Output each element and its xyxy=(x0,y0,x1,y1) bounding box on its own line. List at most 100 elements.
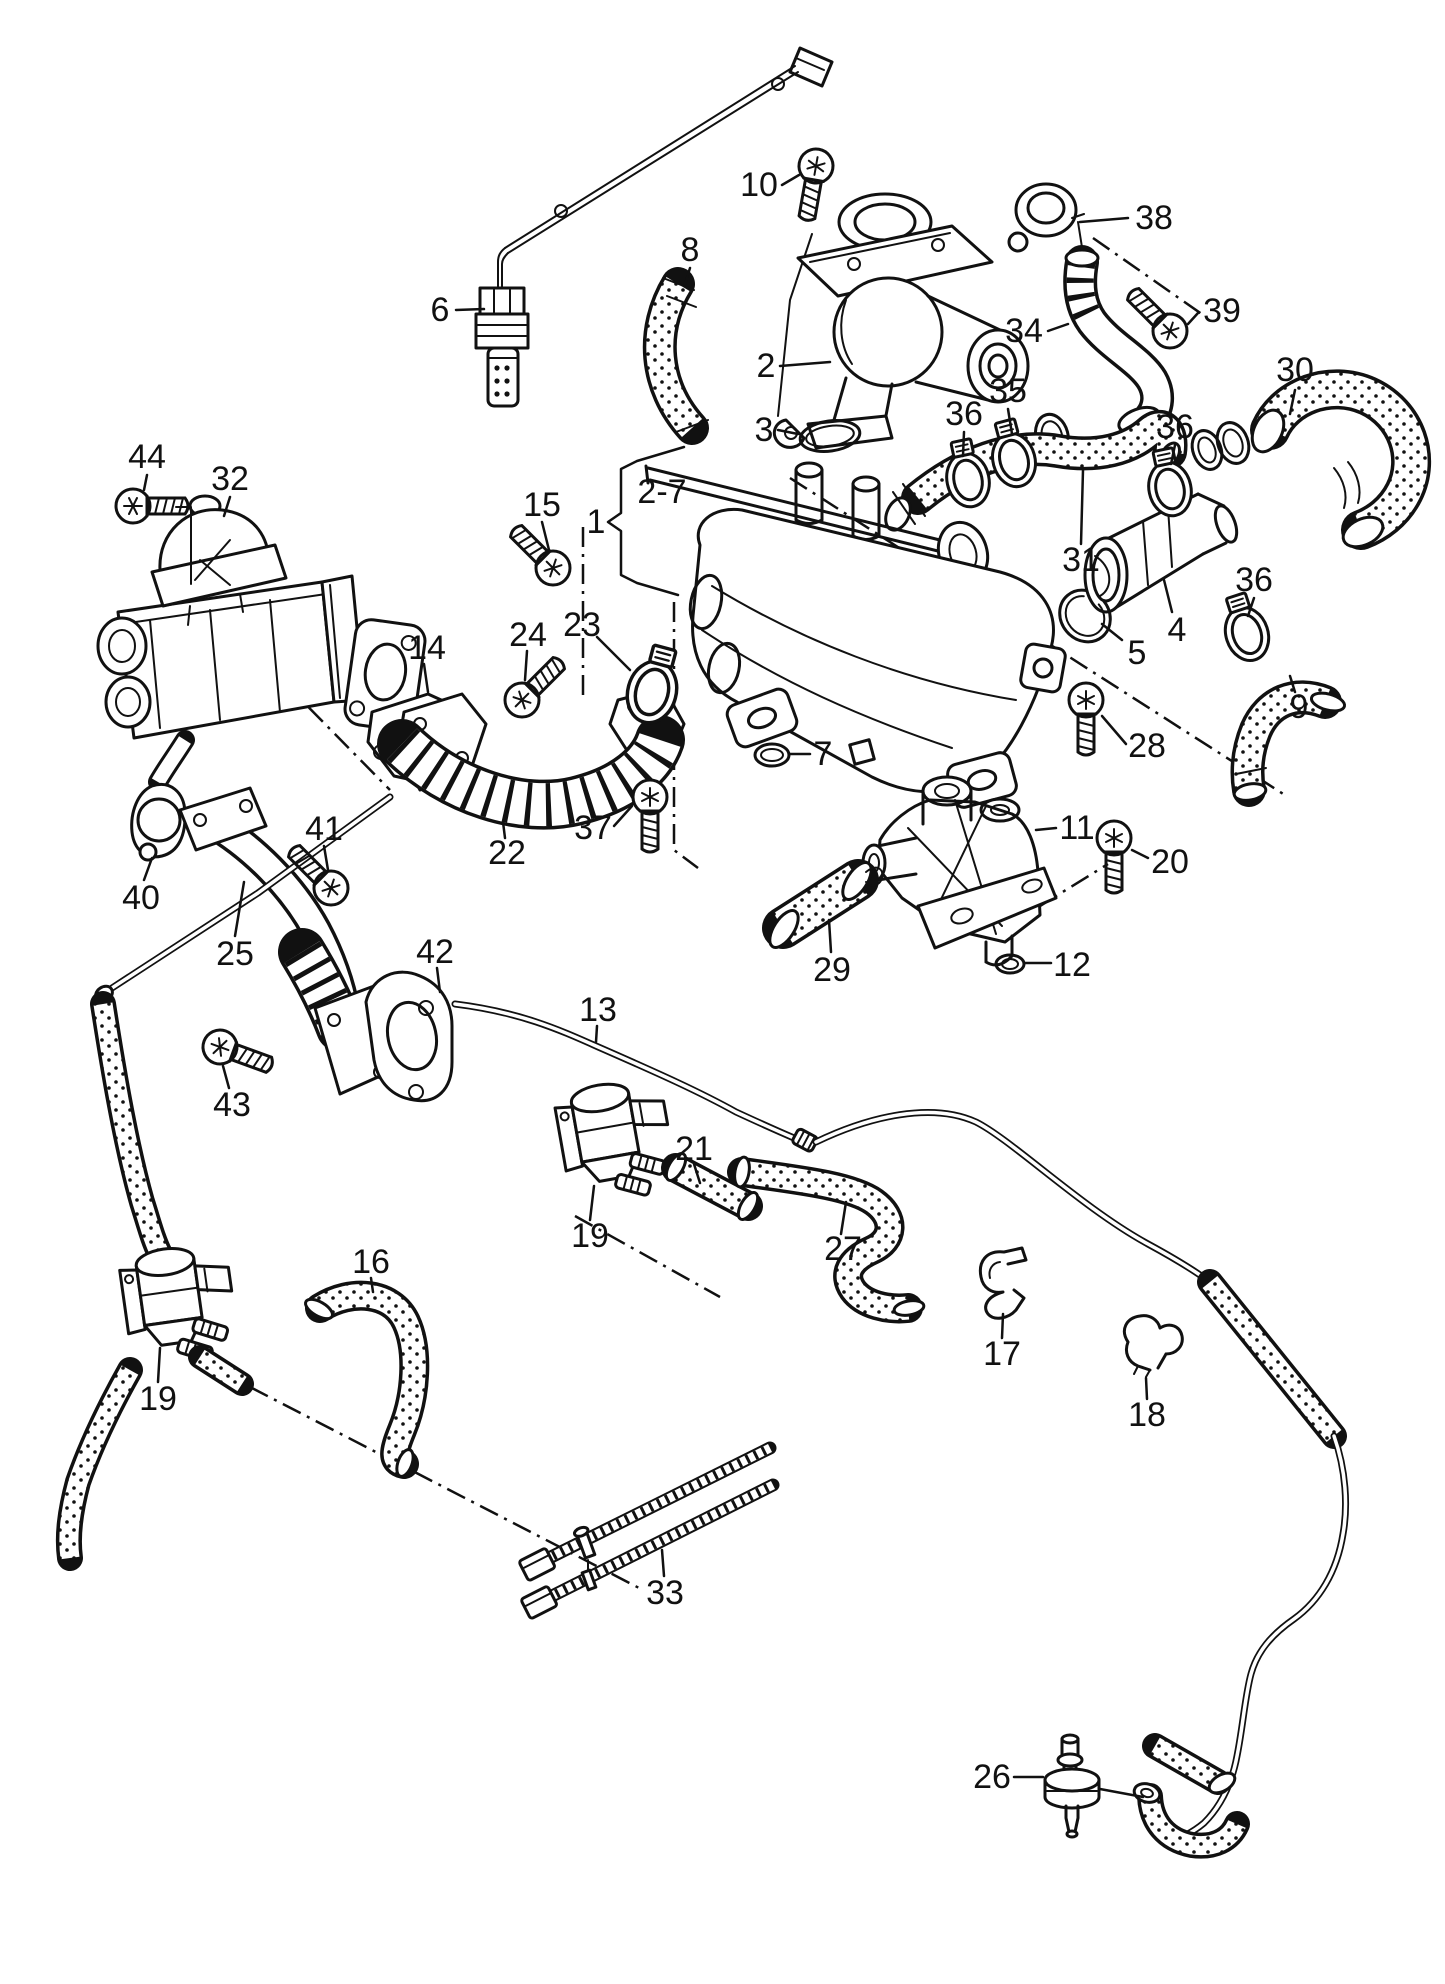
part-label-30: 30 xyxy=(1276,351,1314,389)
vacuum-pipes xyxy=(94,793,1350,1845)
leader-line-11 xyxy=(1034,826,1058,832)
hose-part16 xyxy=(304,1280,430,1479)
leader-line-17 xyxy=(1000,1312,1005,1340)
leader-line-2 xyxy=(778,360,832,368)
part-label-1: 1 xyxy=(587,503,606,541)
gasket-part42 xyxy=(364,970,454,1103)
leader-line-28 xyxy=(1100,714,1128,746)
part-label-3: 3 xyxy=(755,411,774,449)
oring-part12 xyxy=(994,953,1026,975)
part-label-40: 40 xyxy=(122,879,160,917)
part-label-43: 43 xyxy=(213,1086,251,1124)
leader-line-21 xyxy=(692,1162,702,1185)
part-label-6: 6 xyxy=(431,291,450,329)
screw-part20 xyxy=(1095,819,1133,895)
hose-part30 xyxy=(1250,369,1432,550)
part-label-32: 32 xyxy=(211,460,249,498)
leader-line-27 xyxy=(839,1200,848,1236)
leader-line-32 xyxy=(222,495,232,518)
clamp-part36-b xyxy=(1139,444,1198,522)
lower-solenoid-hoses xyxy=(55,1345,254,1571)
part-label-19b: 19 xyxy=(139,1380,177,1418)
leader-line-44 xyxy=(142,473,149,492)
leader-line-39 xyxy=(1186,311,1200,326)
part-label-2: 2 xyxy=(757,347,776,385)
part-label-22: 22 xyxy=(488,834,526,872)
part-label-7: 7 xyxy=(814,735,833,773)
leader-line-29 xyxy=(827,918,833,954)
leader-line-34 xyxy=(1046,322,1070,333)
part-label-33: 33 xyxy=(646,1574,684,1612)
clamp-part35 xyxy=(981,414,1043,494)
part-label-35: 35 xyxy=(989,372,1027,410)
screw-part28 xyxy=(1067,681,1105,757)
part-label-31: 31 xyxy=(1062,541,1100,579)
part-label-36b: 36 xyxy=(1156,408,1194,446)
part-label-24: 24 xyxy=(509,616,547,654)
part-label-27: 27 xyxy=(824,1230,862,1268)
part-label-2-7: 2-7 xyxy=(637,473,686,511)
leader-line-31 xyxy=(1079,468,1085,546)
leader-line-22 xyxy=(501,820,507,840)
hose-part34 xyxy=(1063,245,1174,435)
part-label-15: 15 xyxy=(523,486,561,524)
leader-line-9 xyxy=(1288,674,1297,694)
hose30-end-rings xyxy=(1190,421,1251,471)
part-label-41: 41 xyxy=(305,810,343,848)
part-label-5: 5 xyxy=(1128,634,1147,672)
hose-to-lower-solenoid xyxy=(90,991,173,1267)
part-label-9: 9 xyxy=(1290,688,1309,726)
oring-part7 xyxy=(753,742,791,768)
solenoid-valve-part19-upper xyxy=(550,1072,681,1211)
part-label-36a: 36 xyxy=(945,395,983,433)
leader-line-36a xyxy=(961,430,966,458)
hose-part9 xyxy=(1230,680,1347,807)
hose-part29 xyxy=(762,859,884,949)
valve-part32 xyxy=(150,494,288,626)
part-label-16: 16 xyxy=(352,1243,390,1281)
leader-line-19b xyxy=(156,1346,162,1384)
intake-manifold xyxy=(606,445,1067,809)
part-label-36c: 36 xyxy=(1235,561,1273,599)
part-label-18: 18 xyxy=(1128,1396,1166,1434)
screw-part37 xyxy=(631,778,669,854)
leader-line-19a xyxy=(588,1184,596,1222)
screw-part43 xyxy=(196,1023,279,1084)
corrugated-pipe-part22 xyxy=(377,686,686,830)
egr-cooler xyxy=(96,494,427,792)
leader-line-24 xyxy=(523,649,529,682)
bottom-loop-hoses xyxy=(1132,1733,1250,1859)
leader-line-18 xyxy=(1144,1376,1149,1401)
leader-line-16 xyxy=(369,1276,375,1294)
gasket-part38 xyxy=(1007,182,1091,299)
leader-line-14 xyxy=(422,662,430,694)
leader-line-3 xyxy=(776,428,800,436)
screw-part24 xyxy=(496,647,575,726)
part-label-10: 10 xyxy=(740,166,778,204)
part-label-28: 28 xyxy=(1128,727,1166,765)
part-label-13: 13 xyxy=(579,991,617,1029)
leader-line-40 xyxy=(142,856,154,882)
leader-line-25 xyxy=(233,880,246,938)
drawing-layer xyxy=(55,46,1432,1859)
part-label-21: 21 xyxy=(675,1130,713,1168)
hose-part21 xyxy=(661,1152,763,1221)
part-label-25: 25 xyxy=(216,935,254,973)
leader-line-37 xyxy=(612,804,634,828)
leader-line-15 xyxy=(540,520,551,552)
part-label-37: 37 xyxy=(574,809,612,847)
solenoid-valve-part19-lower xyxy=(116,1238,243,1374)
leader-line-20 xyxy=(1130,848,1150,860)
leader-line-10 xyxy=(780,173,801,187)
hose-part8 xyxy=(642,267,709,445)
part-label-44: 44 xyxy=(128,438,166,476)
leader-line-4 xyxy=(1162,578,1174,614)
leader-line-36c xyxy=(1246,596,1256,618)
leader-line-13 xyxy=(594,1024,599,1044)
leader-line-8 xyxy=(683,266,692,286)
hose-part27 xyxy=(727,1155,926,1324)
part-label-14: 14 xyxy=(408,629,446,667)
